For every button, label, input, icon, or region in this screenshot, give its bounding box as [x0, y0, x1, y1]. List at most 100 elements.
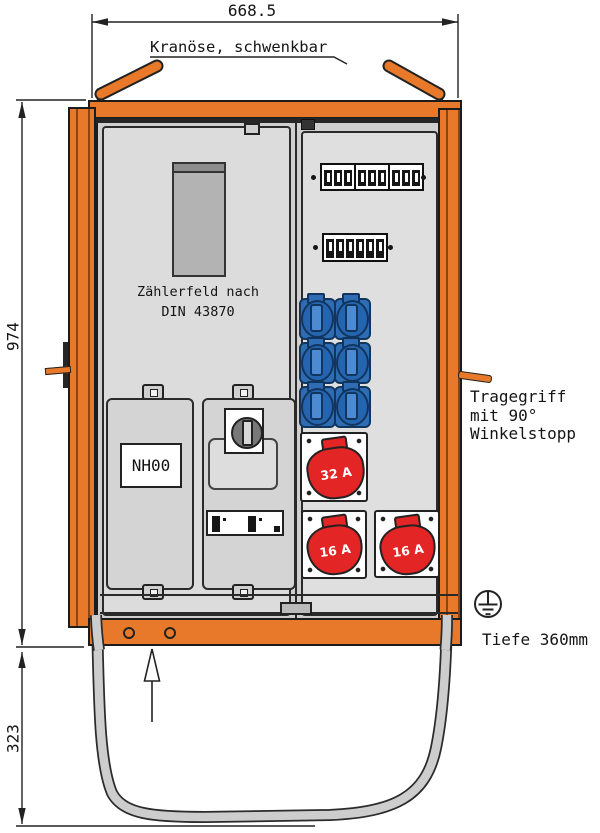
schuko-socket [334, 337, 371, 384]
handle-line3: Winkelstopp [470, 424, 576, 444]
earth-symbol-icon [474, 590, 502, 618]
sill-line [100, 612, 458, 614]
crane-eye-foot-right [428, 88, 446, 101]
sill-line [100, 594, 458, 596]
main-switch-handle [242, 420, 253, 446]
nh00-label-plate: NH00 [120, 443, 182, 488]
breaker-module [334, 170, 342, 186]
stand-tube-outline [91, 612, 453, 824]
socket-slot [310, 304, 323, 332]
breaker-module [392, 170, 400, 186]
breaker-module [402, 170, 410, 186]
breaker-group [390, 165, 422, 189]
crane-eye-left-outline [94, 59, 164, 101]
schuko-socket [299, 293, 336, 340]
cee-socket-32a: 32 A [300, 432, 369, 503]
breaker-group [322, 165, 354, 189]
cee-body-32a: 32 A [303, 443, 369, 503]
panel-divider [295, 122, 297, 618]
breaker-module [324, 170, 332, 186]
panel-screw [311, 175, 316, 180]
aux-mark [274, 526, 280, 532]
dim-arrow [18, 808, 26, 824]
breaker-module [356, 239, 364, 258]
breaker-module [378, 170, 386, 186]
module-clip-top [142, 384, 164, 400]
aux-breaker [212, 516, 220, 532]
bottom-rail [88, 618, 462, 646]
schuko-socket [334, 381, 371, 428]
breaker-module [366, 239, 374, 258]
breaker-module [336, 239, 344, 258]
schuko-socket [299, 337, 336, 384]
breaker-module [326, 239, 334, 258]
cee-socket-16a-left: 16 A [301, 510, 367, 579]
rail-ring [164, 627, 176, 639]
schuko-socket [334, 293, 371, 340]
breaker-module [344, 170, 352, 186]
cee-16a-label: 16 A [391, 540, 425, 560]
aux-mark [259, 518, 262, 521]
main-switch-plate [224, 408, 264, 454]
module-clip-bottom [142, 584, 164, 600]
stand-tube [92, 613, 452, 822]
dim-arrow [92, 18, 108, 26]
nh00-label: NH00 [131, 456, 171, 475]
carry-handle [457, 370, 493, 384]
crane-eye-right [384, 61, 444, 99]
crane-eye-right-outline [382, 59, 446, 101]
crane-eye-foot-left [94, 88, 112, 101]
socket-slot [345, 392, 358, 420]
aux-breaker [248, 516, 256, 532]
panel-screw [421, 175, 426, 180]
breaker-module [358, 170, 366, 186]
socket-slot [345, 304, 358, 332]
crane-eye-left [96, 61, 162, 99]
cee-body-16a: 16 A [376, 521, 440, 579]
breaker-group [356, 165, 388, 189]
dim-arrow [442, 18, 458, 26]
module-clip-bottom [232, 584, 254, 600]
cee-socket-16a-right: 16 A [374, 510, 440, 579]
dim-width-label: 668.5 [227, 1, 277, 20]
sill-latch [280, 602, 312, 615]
leader-line [150, 56, 348, 65]
panel-screw [388, 245, 393, 250]
door-latch [244, 123, 260, 135]
dim-arrow [18, 629, 26, 645]
nh00-module [106, 398, 194, 590]
dim-arrow [18, 652, 26, 668]
schuko-socket [299, 381, 336, 428]
aux-breaker-strip [206, 510, 284, 536]
left-door-open-edge [68, 107, 96, 628]
cee-16a-label: 16 A [318, 540, 352, 560]
main-switch-knob [231, 417, 263, 449]
meter-field-line2: DIN 43870 [161, 304, 235, 321]
handle-line1: Tragegriff [470, 387, 567, 406]
cap-shadow-line [92, 118, 458, 123]
depth-label: Tiefe 360mm [482, 630, 588, 649]
cee-body-16a: 16 A [303, 521, 367, 579]
rail-ring [123, 627, 135, 639]
right-door-edge [438, 108, 462, 628]
breaker-row-2 [322, 233, 388, 262]
breaker-row-1 [320, 163, 424, 191]
cable-entry-arrow-icon [143, 648, 161, 682]
panel-screw [313, 245, 318, 250]
socket-slot [310, 392, 323, 420]
switch-module [202, 398, 296, 590]
meter-field-line1: Zählerfeld nach [137, 284, 259, 300]
breaker-module [368, 170, 376, 186]
dim-height-label: 974 [3, 322, 23, 351]
breaker-module [376, 239, 384, 258]
breaker-module [412, 170, 420, 186]
meter-window [172, 162, 226, 277]
cabinet-top-cap [88, 100, 462, 119]
breaker-module [346, 239, 354, 258]
dim-arrow [18, 102, 26, 118]
crane-eye-label: Kranöse, schwenkbar [150, 38, 328, 56]
door-lock [301, 119, 315, 130]
